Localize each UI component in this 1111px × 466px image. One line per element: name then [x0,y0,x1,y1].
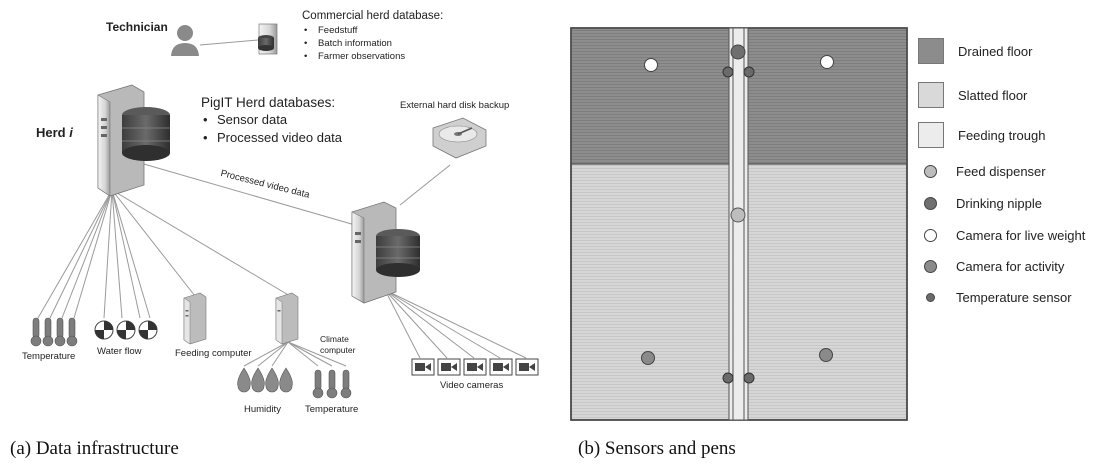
pigit-db-block: PigIT Herd databases: Sensor data Proces… [201,94,342,147]
water-flow-label: Water flow [97,346,142,357]
video-cameras-label: Video cameras [440,380,504,391]
humidity-sensors-icon [237,367,293,393]
temperature-sensor-marker [722,372,734,384]
climate-temperature-sensors-icon [312,369,352,399]
legend-item-feed-dispenser: Feed dispenser [918,158,1046,184]
activity-camera-marker [819,348,833,362]
technician-label: Technician [106,20,168,34]
herd-index: i [69,125,73,140]
climate-computer-label-line1: Climate [320,334,349,344]
legend-item-slatted-floor: Slatted floor [918,82,1027,108]
drinking-nipple-dot [924,196,937,210]
herd-label-text: Herd [36,125,66,140]
commercial-db-item: Feedstuff [304,24,443,37]
pigit-db-list: Sensor data Processed video data [203,111,342,147]
herd-server-icon [97,84,170,197]
feeding-trough-swatch [918,122,944,148]
commercial-db-item: Batch information [304,37,443,50]
live-weight-camera-dot [924,228,937,242]
herd-label: Herd i [36,125,73,140]
local-server-icon [351,201,420,304]
climate-temperature-label: Temperature [305,404,359,415]
climate-computer-icon [275,292,299,345]
legend-item-temperature-sensor: Temperature sensor [918,284,1072,310]
feeding-computer-icon [183,292,207,345]
pen-layout [570,27,908,421]
legend-item-drained-floor: Drained floor [918,38,1032,64]
temperature-label: Temperature [22,351,76,362]
caption-a: (a) Data infrastructure [10,438,179,459]
legend-label: Slatted floor [958,87,1028,103]
commercial-db-list: Feedstuff Batch information Farmer obser… [304,24,443,63]
video-cameras-icon [411,358,539,376]
legend-label: Camera for activity [956,258,1065,274]
feed-dispenser-marker [730,207,746,223]
legend-item-feeding-trough: Feeding trough [918,122,1045,148]
slatted-floor-swatch [918,82,944,108]
commercial-db-title: Commercial herd database: [302,10,444,22]
temperature-sensor-marker [743,372,755,384]
activity-camera-dot [924,259,937,273]
technician-icon [171,25,199,56]
legend-label: Feed dispenser [956,163,1046,179]
activity-camera-marker [641,351,655,365]
caption-b: (b) Sensors and pens [578,438,736,459]
commercial-server-icon [258,23,278,55]
humidity-label: Humidity [244,404,281,415]
legend-label: Drained floor [958,43,1033,59]
live-weight-camera-marker [644,58,658,72]
drained-floor-swatch [918,38,944,64]
legend-item-live-weight-camera: Camera for live weight [918,222,1085,248]
temperature-sensor-marker [722,66,734,78]
pigit-db-item: Sensor data [203,111,342,129]
feeding-computer-label: Feeding computer [175,348,252,359]
pigit-db-item: Processed video data [203,129,342,147]
connection-lines [37,39,527,367]
climate-computer-label: Climate computer [320,334,355,356]
water-flow-icon [94,320,158,340]
legend-item-drinking-nipple: Drinking nipple [918,190,1042,216]
pigit-db-title: PigIT Herd databases: [201,95,336,110]
feed-dispenser-dot [924,164,937,178]
commercial-db-item: Farmer observations [304,50,443,63]
backup-label: External hard disk backup [400,100,510,111]
temperature-sensor-marker [743,66,755,78]
drinking-nipple-marker [730,44,746,60]
legend-label: Camera for live weight [956,227,1086,243]
hard-disk-icon [432,117,487,159]
commercial-db-block: Commercial herd database: Feedstuff Batc… [302,10,443,63]
legend-label: Feeding trough [958,127,1046,143]
legend-label: Temperature sensor [956,289,1072,305]
feeding-trough [728,27,749,421]
climate-computer-label-line2: computer [320,345,356,355]
temperature-sensor-dot [926,292,935,302]
legend-label: Drinking nipple [956,195,1042,211]
live-weight-camera-marker [820,55,834,69]
temperature-sensors-icon [30,317,78,347]
legend-item-activity-camera: Camera for activity [918,253,1064,279]
